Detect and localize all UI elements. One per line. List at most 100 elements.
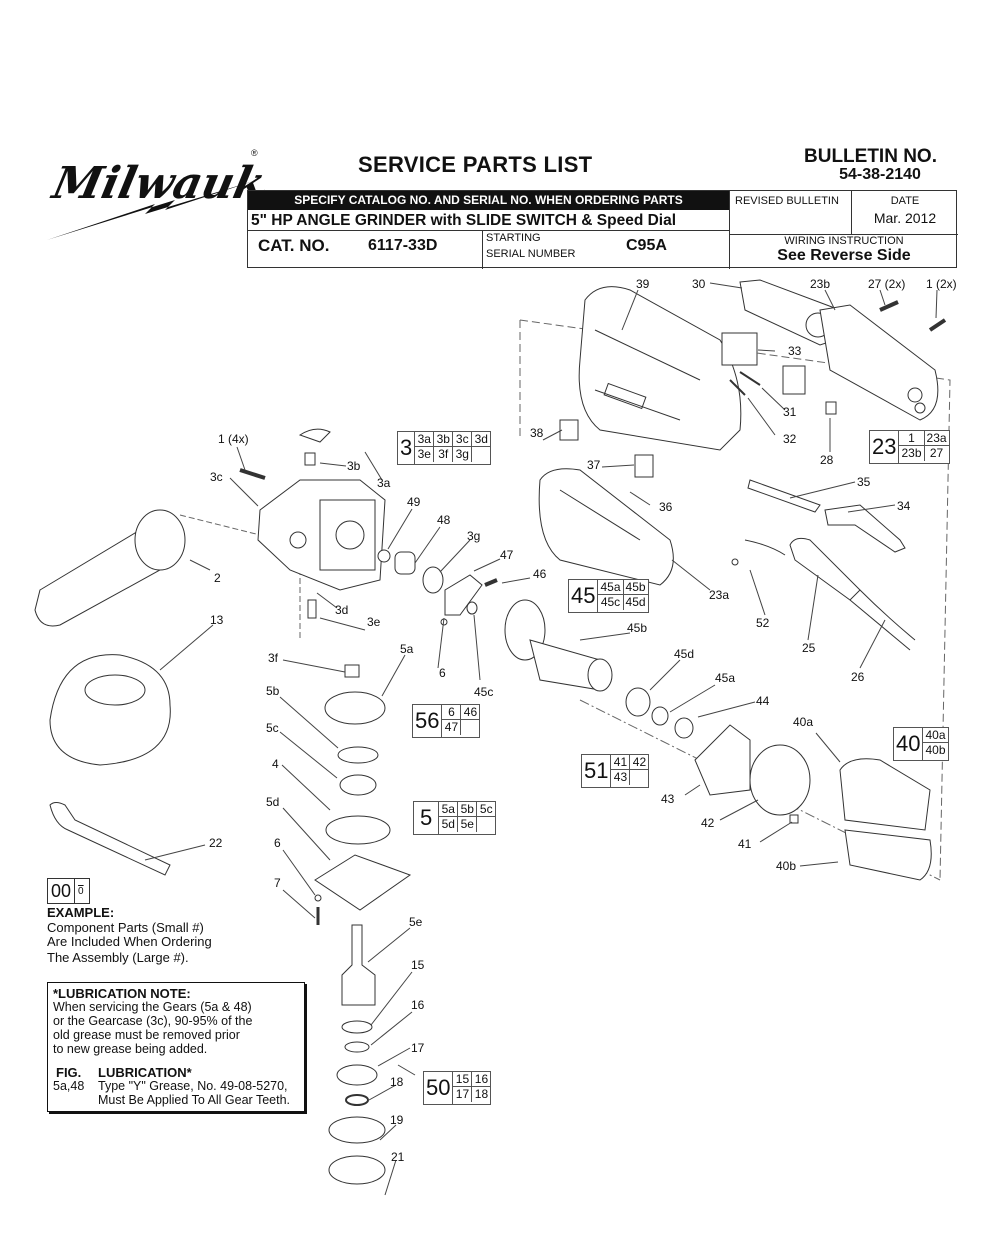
assembly-number: 56 [413,705,443,737]
component-number: 3e [415,447,435,462]
callout-16: 16 [411,998,425,1012]
starting-serial-label: SERIAL NUMBER [486,248,576,260]
assembly-box-56: 56 6 46 47 [412,704,481,738]
assembly-number: 40 [894,728,924,760]
pin-part-3e [307,599,317,619]
callout-19: 19 [390,1113,404,1127]
bearing-part-44 [674,717,694,739]
assembly-number: 51 [582,755,612,787]
callout-33: 33 [788,344,802,358]
spindle-part-5e [341,924,376,1006]
callout-1-4x: 1 (4x) [218,432,249,446]
terminal-part-31 [739,371,761,386]
callout-35: 35 [857,475,871,489]
component-number: 42 [630,755,649,770]
lubrication-value: Must Be Applied To All Gear Teeth. [98,1093,291,1107]
component-number: 5e [458,817,478,832]
assembly-box-45: 45 45a 45b 45c 45d [568,579,649,613]
callout-38: 38 [530,426,544,440]
callout-48: 48 [437,513,451,527]
part-16 [344,1041,370,1053]
component-number: 6 [442,705,462,720]
part-15 [341,1020,373,1034]
component-number: 16 [472,1072,491,1087]
callout-13: 13 [210,613,224,627]
callout-3a: 3a [377,476,391,490]
date-label: DATE [890,195,920,207]
leader-lines [144,282,938,1196]
component-number: 41 [611,755,631,770]
retaining-ring-part-5b [337,746,379,764]
part-28 [825,401,837,415]
callout-37: 37 [587,458,601,472]
date-value: Mar. 2012 [873,210,937,226]
gear-part-5a [324,691,386,725]
screw-part-1 [239,468,266,480]
callout-42: 42 [701,816,715,830]
example-line: Are Included When Ordering [47,934,212,949]
callout-46: 46 [533,567,547,581]
callout-6b: 6 [274,836,281,850]
revised-bulletin-label: REVISED BULLETIN [735,195,839,207]
serial-number-value: C95A [626,237,667,254]
part-38 [559,419,579,441]
bearing-plate-part-5d [314,854,412,911]
part-18 [345,1094,369,1106]
brush-part-41 [789,814,799,824]
component-number: 5d [439,817,459,832]
part-17 [336,1064,378,1086]
armature-part-45b [504,599,613,692]
assembly-box-5: 5 5a 5b 5c 5d 5e [413,801,497,835]
nut-part-49 [377,549,391,563]
component-number: 3g [453,447,473,462]
component-number: 17 [453,1087,473,1102]
component-number: 40a [923,728,948,743]
bulletin-label: BULLETIN NO. [804,146,937,167]
component-number [477,817,495,832]
callout-15: 15 [411,958,425,972]
component-number: 5c [477,802,496,817]
page-title: SERVICE PARTS LIST [358,152,593,177]
brand-wordmark: Milwaukee [46,157,265,208]
component-number: 45c [598,595,624,610]
lubrication-header: LUBRICATION* [98,1065,192,1080]
callout-32: 32 [783,432,797,446]
plate-part-47 [444,574,483,616]
lubrication-note-title: *LUBRICATION NOTE: [53,986,191,1001]
inner-flange-part-19 [328,1116,386,1144]
callout-34: 34 [897,499,911,513]
assembly-number: 23 [870,431,900,463]
spanner-wrench-part-22 [49,802,171,876]
component-number: 45d [625,595,646,609]
callout-45c: 45c [474,685,494,699]
registered-mark: ® [251,148,258,158]
fig-value: 5a,48 [53,1079,85,1093]
callout-27: 27 (2x) [868,277,906,291]
callout-45b: 45b [627,621,648,635]
callout-25: 25 [802,641,816,655]
baffle-part-43 [694,724,751,796]
callout-5c: 5c [266,721,279,735]
assembly-number: 3 [398,432,416,464]
bearing-part-5c [339,774,377,796]
terminal-part-32 [729,379,746,396]
parts-drawing [34,279,951,1196]
washer-part-45c [466,601,478,615]
guard-part-13 [49,654,171,766]
callout-30: 30 [692,277,706,291]
product-name: 5" HP ANGLE GRINDER with SLIDE SWITCH & … [248,210,729,231]
callout-31: 31 [783,405,797,419]
callout-5d: 5d [266,795,280,809]
washer-part-6b [314,894,322,902]
callout-40b: 40b [776,859,797,873]
callout-3c: 3c [210,470,223,484]
callout-45a: 45a [715,671,736,685]
screw-part-27 [879,300,899,312]
cat-no-value: 6117-33D [368,237,438,254]
lubrication-note-box: *LUBRICATION NOTE: When servicing the Ge… [47,982,305,1112]
callout-3d: 3d [335,603,349,617]
spindle-lock-part-3a [298,428,331,443]
bearing-part-45a [651,706,669,726]
gear-part-48 [394,551,416,575]
rear-housing-part-23b [819,304,939,421]
